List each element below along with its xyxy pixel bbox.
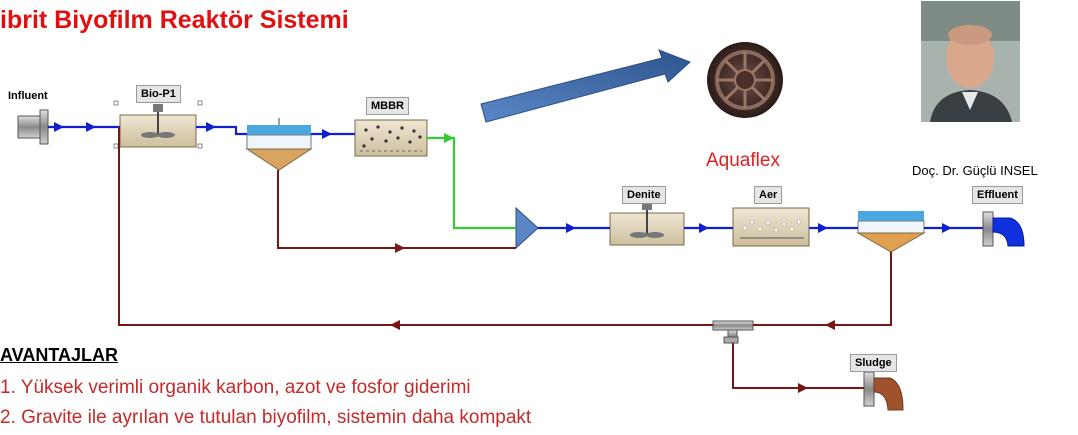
denite-label: Denite [622,186,666,204]
recycle-arrowheads [390,243,835,393]
bio-p1-tank [113,100,203,149]
aer-label: Aer [754,186,783,204]
mbbr-tank [354,119,428,157]
aquaflex-label: Aquaflex [706,150,780,171]
page-title: ibrit Biyofilm Reaktör Sistemi [0,6,349,34]
effluent-outlet-icon [982,211,1025,247]
advantage-item-2: 2. Gravite ile ayrılan ve tutulan biyofi… [0,407,532,428]
aquaflex-media-image [707,42,783,118]
influent-label: Influent [8,90,48,102]
aeration-tank [732,207,810,247]
influent-pipe-icon [17,109,49,145]
sludge-label: Sludge [850,354,897,372]
bio-p1-label: Bio-P1 [136,85,181,103]
mbbr-flow-line [427,136,516,230]
clarifier-1 [245,118,313,171]
clarifier-2 [856,211,926,253]
advantage-item-1: 1. Yüksek verimli organik karbon, azot v… [0,377,471,398]
advantages-heading: AVANTAJLAR [0,345,118,365]
sludge-outlet-icon [863,371,904,411]
mixer-junction [515,206,539,250]
person-caption: Doç. Dr. Güçlü INSEL [912,163,1038,178]
recycle-lines [118,127,892,389]
effluent-label: Effluent [972,186,1023,204]
main-flow-arrowheads [54,122,952,233]
advantages-list: 1. Yüksek verimli organik karbon, azot v… [0,375,531,435]
splitter-valve-icon [712,320,754,344]
denite-tank [609,202,685,246]
person-photo-image [921,1,1020,122]
process-flow-diagram [17,1,1025,411]
mbbr-label: MBBR [366,97,409,115]
big-pointer-arrow [480,49,691,123]
mbbr-flow-arrowhead [444,133,454,143]
